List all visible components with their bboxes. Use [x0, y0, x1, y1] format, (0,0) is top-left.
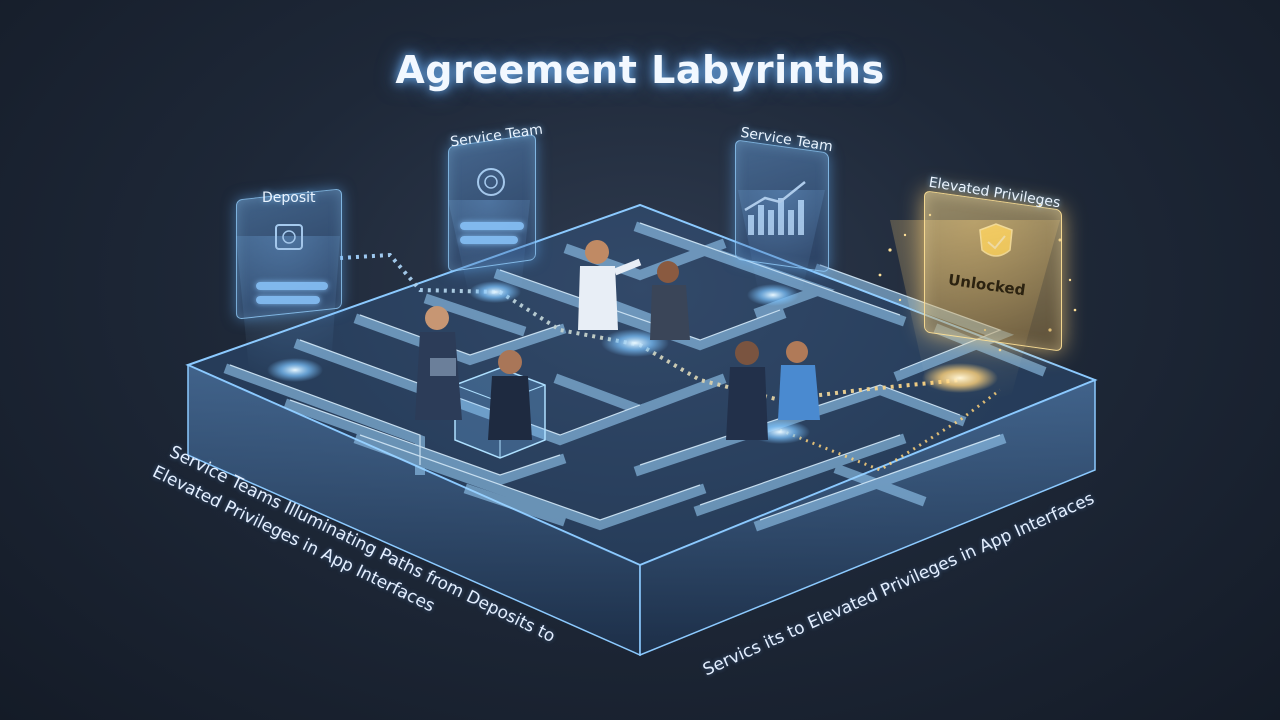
service-button-bar	[460, 236, 518, 244]
person-figure	[488, 350, 532, 440]
person-figure	[578, 240, 642, 330]
deposit-button-bar	[256, 296, 320, 304]
person-figure	[726, 341, 768, 440]
page-title: Agreement Labyrinths	[395, 48, 885, 92]
vault-icon	[275, 224, 303, 250]
person-figure	[778, 341, 820, 420]
service-team-panel-left	[448, 133, 536, 273]
service-field-bar	[460, 222, 524, 230]
chart-icon	[744, 181, 806, 235]
elevated-privileges-panel	[924, 190, 1062, 352]
security-badge-icon	[477, 168, 505, 196]
service-team-panel-right	[735, 139, 829, 273]
deposit-label: Deposit	[262, 190, 316, 206]
person-figure	[650, 261, 690, 340]
deposit-field-bar	[256, 282, 328, 290]
person-figure	[415, 306, 462, 420]
